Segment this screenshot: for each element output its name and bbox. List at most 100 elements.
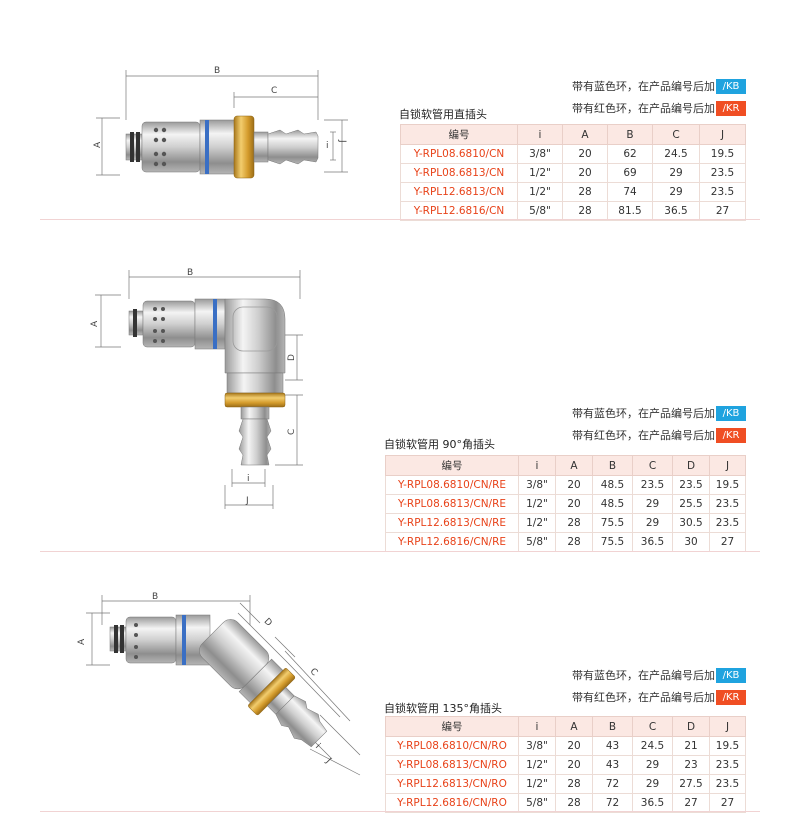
dim-j-label: J — [245, 496, 249, 506]
spec-value-cell: 21 — [672, 736, 710, 756]
section-title: 自锁软管用 135°角插头 — [384, 702, 502, 715]
spec-value-cell: 36.5 — [632, 793, 673, 813]
column-header: A — [562, 124, 608, 145]
column-header: i — [518, 455, 556, 476]
note-blue-ring: 带有蓝色环，在产品编号后加 — [572, 80, 715, 93]
spec-value-cell: 36.5 — [652, 201, 700, 221]
column-header: C — [652, 124, 700, 145]
product-code-cell: Y-RPL08.6813/CN/RE — [385, 494, 519, 514]
product-code-cell: Y-RPL08.6813/CN — [400, 163, 518, 183]
column-header: D — [672, 716, 710, 737]
spec-value-cell: 24.5 — [652, 144, 700, 164]
product-code-cell: Y-RPL12.6816/CN — [400, 201, 518, 221]
section-straight-plug: B C A i J 带有蓝色环，在产品编号后加 /KB 带有红色环，在产品编号后… — [0, 0, 790, 221]
spec-value-cell: 43 — [592, 736, 633, 756]
spec-value-cell: 81.5 — [607, 201, 653, 221]
spec-value-cell: 28 — [562, 182, 608, 202]
spec-value-cell: 20 — [555, 755, 593, 775]
section-divider — [40, 811, 760, 812]
spec-value-cell: 27 — [672, 793, 710, 813]
spec-value-cell: 43 — [592, 755, 633, 775]
column-header: J — [699, 124, 746, 145]
spec-value-cell: 23.5 — [709, 755, 746, 775]
dim-d-label: D — [287, 354, 297, 361]
note-blue-ring: 带有蓝色环，在产品编号后加 — [572, 669, 715, 682]
section-divider — [40, 551, 760, 552]
spec-value-cell: 29 — [632, 513, 673, 533]
column-header: 编号 — [385, 455, 519, 476]
product-code-cell: Y-RPL08.6810/CN/RO — [385, 736, 519, 756]
spec-value-cell: 5/8" — [517, 201, 563, 221]
spec-value-cell: 23.5 — [709, 513, 746, 533]
spec-value-cell: 25.5 — [672, 494, 710, 514]
note-red-ring: 带有红色环，在产品编号后加 — [572, 102, 715, 115]
spec-value-cell: 28 — [555, 532, 593, 552]
spec-value-cell: 1/2" — [518, 513, 556, 533]
spec-value-cell: 27 — [699, 201, 746, 221]
column-header: A — [555, 716, 593, 737]
product-code-cell: Y-RPL12.6813/CN/RE — [385, 513, 519, 533]
spec-value-cell: 29 — [632, 755, 673, 775]
badge-kb: /KB — [716, 406, 746, 421]
spec-value-cell: 27.5 — [672, 774, 710, 794]
spec-value-cell: 28 — [555, 513, 593, 533]
spec-value-cell: 1/2" — [518, 494, 556, 514]
spec-value-cell: 29 — [632, 494, 673, 514]
spec-value-cell: 30 — [672, 532, 710, 552]
section-135-plug: B A D C i J 带有蓝色环，在产品编号后加 /KB 带有红色环，在产品编… — [0, 580, 790, 837]
spec-value-cell: 36.5 — [632, 532, 673, 552]
spec-value-cell: 23.5 — [709, 494, 746, 514]
column-header: 编号 — [385, 716, 519, 737]
spec-value-cell: 48.5 — [592, 475, 633, 495]
column-header: C — [632, 716, 673, 737]
spec-value-cell: 27 — [709, 532, 746, 552]
spec-value-cell: 3/8" — [517, 144, 563, 164]
spec-value-cell: 1/2" — [517, 182, 563, 202]
dim-a-label: A — [77, 638, 87, 645]
dim-c-label: C — [308, 667, 320, 679]
elbow-90-plug-drawing: B A D C i J — [90, 268, 303, 509]
straight-plug-drawing: B C A i J — [93, 66, 348, 179]
section-title: 自锁软管用直插头 — [399, 108, 487, 121]
product-code-cell: Y-RPL08.6813/CN/RO — [385, 755, 519, 775]
column-header: J — [709, 716, 746, 737]
dim-j-label: J — [337, 139, 347, 143]
spec-value-cell: 75.5 — [592, 532, 633, 552]
column-header: i — [518, 716, 556, 737]
product-code-cell: Y-RPL12.6813/CN — [400, 182, 518, 202]
spec-value-cell: 48.5 — [592, 494, 633, 514]
spec-value-cell: 20 — [562, 163, 608, 183]
note-blue-ring: 带有蓝色环，在产品编号后加 — [572, 407, 715, 420]
note-red-ring: 带有红色环，在产品编号后加 — [572, 691, 715, 704]
section-divider — [40, 219, 760, 220]
spec-value-cell: 29 — [632, 774, 673, 794]
spec-value-cell: 23 — [672, 755, 710, 775]
spec-value-cell: 24.5 — [632, 736, 673, 756]
spec-value-cell: 23.5 — [672, 475, 710, 495]
spec-value-cell: 23.5 — [699, 182, 746, 202]
spec-value-cell: 20 — [562, 144, 608, 164]
column-header: A — [555, 455, 593, 476]
badge-kr: /KR — [716, 428, 746, 443]
spec-value-cell: 74 — [607, 182, 653, 202]
column-header: D — [672, 455, 710, 476]
spec-value-cell: 20 — [555, 475, 593, 495]
badge-kr: /KR — [716, 101, 746, 116]
spec-value-cell: 19.5 — [699, 144, 746, 164]
spec-value-cell: 3/8" — [518, 736, 556, 756]
spec-value-cell: 1/2" — [518, 774, 556, 794]
spec-value-cell: 19.5 — [709, 475, 746, 495]
column-header: C — [632, 455, 673, 476]
column-header: i — [517, 124, 563, 145]
spec-value-cell: 19.5 — [709, 736, 746, 756]
dim-b-label: B — [214, 66, 220, 76]
spec-value-cell: 5/8" — [518, 793, 556, 813]
